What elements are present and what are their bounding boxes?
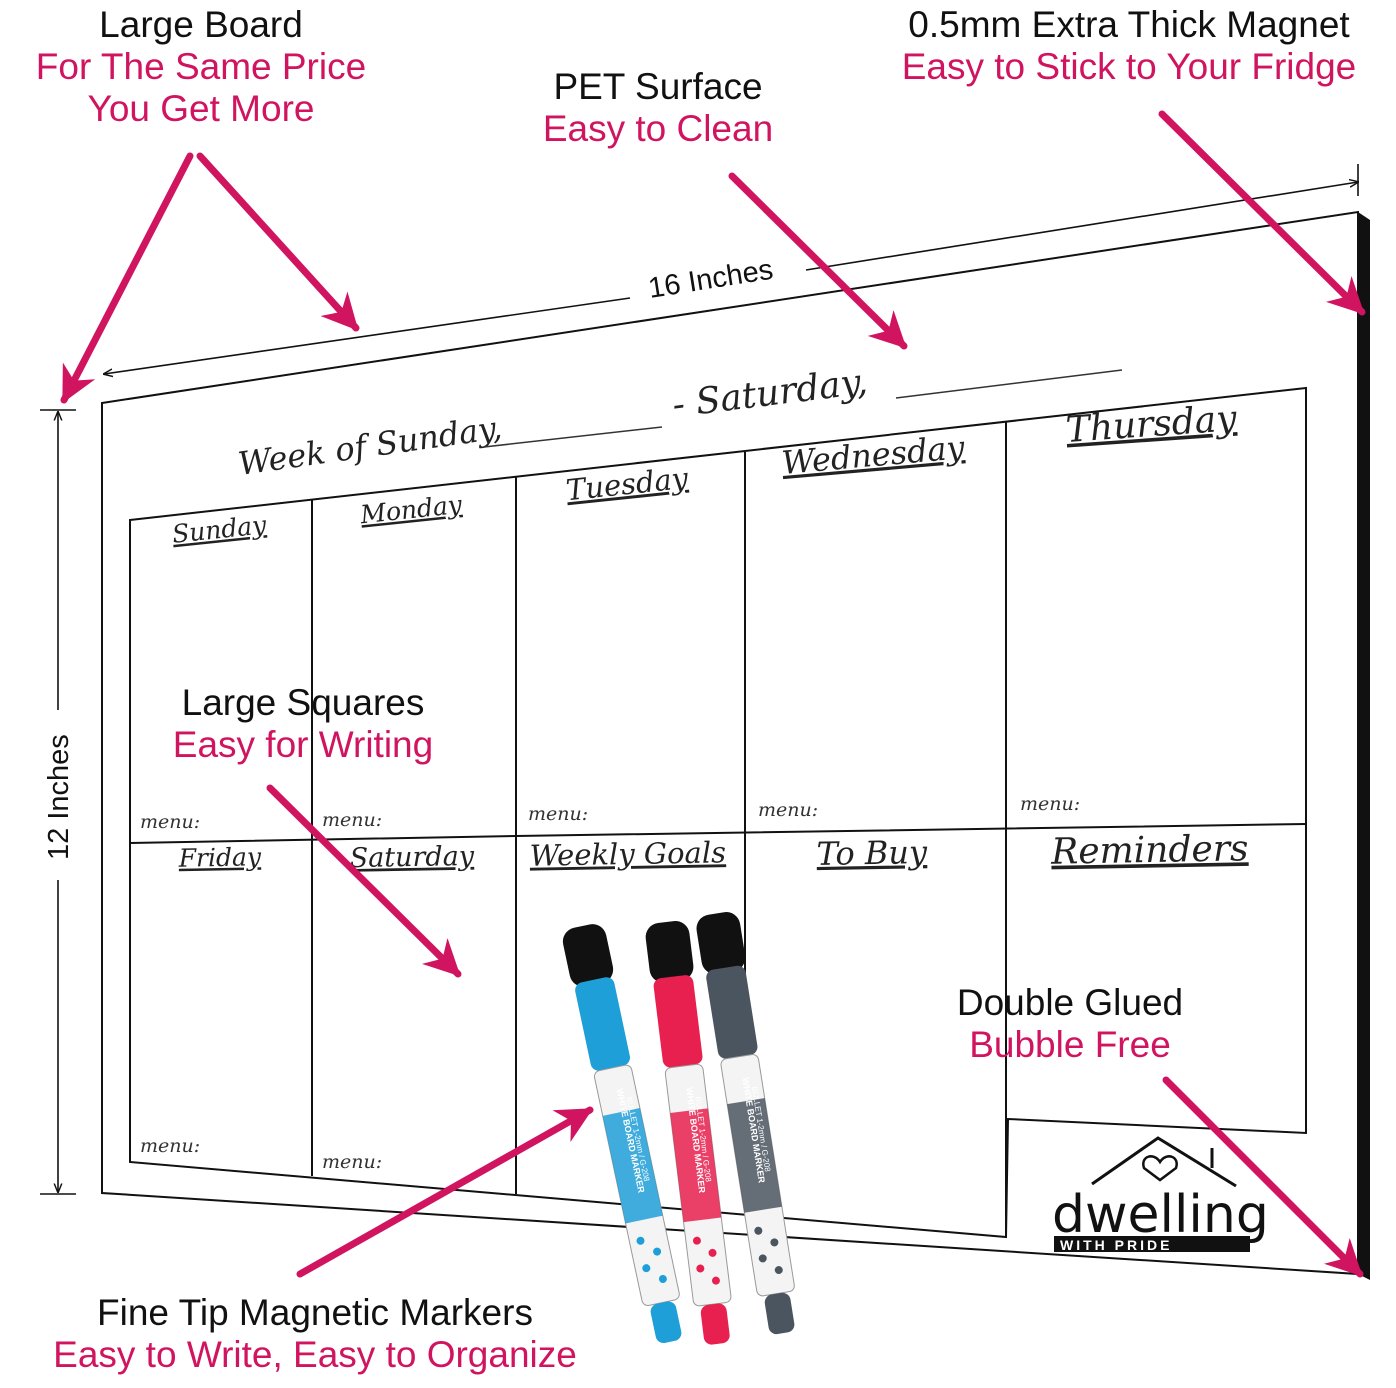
- decor-dot: [754, 1226, 763, 1235]
- menu-label: menu:: [528, 803, 588, 825]
- callout-heading: Large Squares: [181, 682, 425, 723]
- decor-dot: [696, 1264, 705, 1273]
- decor-dot: [692, 1236, 701, 1245]
- house-heart-icon: [1091, 1136, 1237, 1188]
- magnet-edge: [1358, 212, 1370, 1280]
- brand-tagline: WITH PRIDE: [1060, 1237, 1172, 1253]
- section-title-friday: Friday: [177, 842, 262, 872]
- callout-markers: Fine Tip Magnetic Markers Easy to Write,…: [6, 1292, 624, 1376]
- menu-label: menu:: [140, 811, 200, 833]
- grid-outline: [129, 386, 1307, 1239]
- callout-sub: Easy for Writing: [172, 724, 434, 766]
- eraser-cap: [645, 921, 694, 983]
- calendar-grid: [129, 386, 1307, 1239]
- callout-large-board: Large Board For The Same Price You Get M…: [6, 4, 396, 131]
- menu-label: menu:: [322, 809, 382, 831]
- callout-sub: Bubble Free: [969, 1024, 1171, 1066]
- width-dimension-label: 16 Inches: [646, 254, 775, 305]
- arrow-icon: [60, 152, 194, 404]
- decor-dot: [642, 1264, 651, 1273]
- marker-label-band: [670, 1108, 722, 1223]
- eraser-cap: [696, 912, 746, 975]
- arrow-icon: [1158, 110, 1366, 316]
- marker-tip-cap: [650, 1301, 682, 1344]
- callout-large-squares: Large Squares Easy for Writing: [142, 682, 464, 766]
- arrow-icon: [266, 784, 462, 978]
- menu-label: menu:: [758, 799, 818, 821]
- callout-double-glued: Double Glued Bubble Free: [920, 982, 1220, 1066]
- callout-magnet: 0.5mm Extra Thick Magnet Easy to Stick t…: [866, 4, 1392, 88]
- menu-label: menu:: [1020, 793, 1080, 815]
- menu-label: menu:: [140, 1135, 200, 1157]
- section-title-to-buy: To Buy: [816, 833, 928, 873]
- callout-heading: Large Board: [99, 4, 303, 45]
- decor-dot: [636, 1236, 645, 1245]
- arrow-icon: [196, 152, 360, 332]
- arrow-icon: [728, 172, 908, 350]
- marker-cap: [653, 975, 703, 1068]
- callout-heading: 0.5mm Extra Thick Magnet: [908, 4, 1350, 45]
- marker-tip-cap: [700, 1303, 730, 1345]
- decor-dot: [708, 1248, 717, 1257]
- callout-sub: Easy to Clean: [542, 108, 774, 150]
- width-dimension-line-right: [805, 182, 1358, 271]
- marker-label-band: [727, 1098, 782, 1213]
- callout-sub: You Get More: [87, 88, 315, 130]
- marker-tip-cap: [764, 1292, 795, 1335]
- section-title-reminders: Reminders: [1050, 828, 1249, 872]
- callout-heading: Fine Tip Magnetic Markers: [97, 1292, 533, 1333]
- week-start-line: [483, 426, 663, 448]
- decor-dot: [774, 1266, 783, 1275]
- brand-name: dwelling: [1052, 1185, 1269, 1245]
- week-end-line: [895, 369, 1123, 399]
- decor-dot: [758, 1254, 767, 1263]
- decor-dot: [658, 1274, 667, 1283]
- callout-sub: Easy to Stick to Your Fridge: [901, 46, 1357, 88]
- eraser-cap: [562, 924, 614, 987]
- arrow-icon: [1162, 1076, 1364, 1278]
- section-title-weekly-goals: Weekly Goals: [529, 835, 726, 872]
- decor-dot: [770, 1238, 779, 1247]
- callout-heading: Double Glued: [956, 982, 1184, 1023]
- marker-cap: [575, 977, 631, 1071]
- callout-pet-surface: PET Surface Easy to Clean: [498, 66, 818, 150]
- brand-tagline-bar: [1054, 1236, 1250, 1252]
- decor-dot: [653, 1247, 662, 1256]
- brand-logo: dwelling WITH PRIDE: [1052, 1136, 1269, 1253]
- section-title-saturday: Saturday: [349, 841, 475, 874]
- callout-sub: Easy to Write, Easy to Organize: [53, 1334, 577, 1376]
- height-dimension-label: 12 Inches: [43, 734, 75, 860]
- marker-cap: [706, 965, 758, 1059]
- marker-label-band: [602, 1108, 663, 1224]
- width-dimension-line-left: [104, 297, 631, 374]
- menu-label: menu:: [322, 1151, 382, 1173]
- callout-sub: For The Same Price: [35, 46, 367, 88]
- decor-dot: [711, 1276, 720, 1285]
- callout-heading: PET Surface: [553, 66, 763, 107]
- arrow-icon: [296, 1106, 594, 1278]
